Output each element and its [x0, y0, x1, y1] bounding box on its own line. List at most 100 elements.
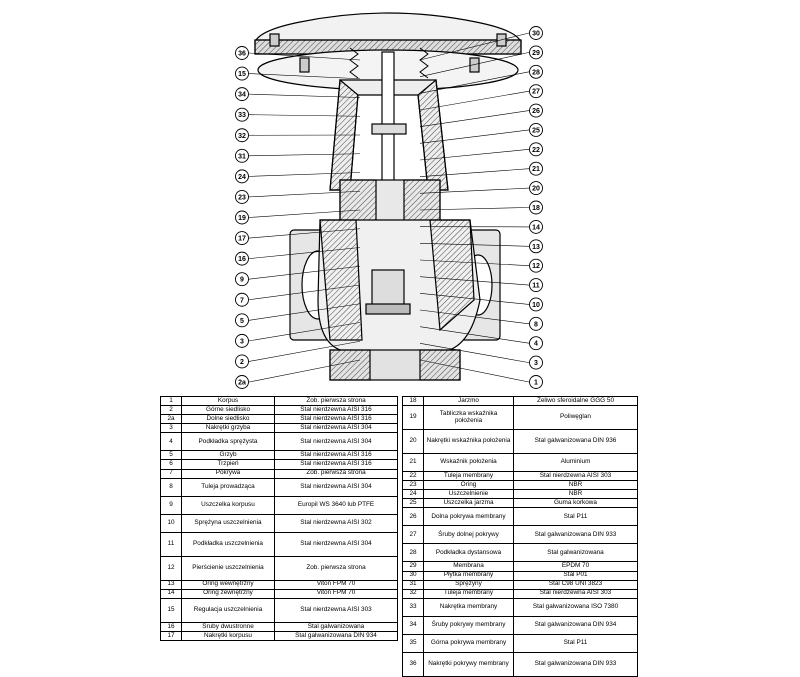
- part-material: Stal galwanizowana DIN 933: [514, 526, 638, 544]
- callout-number: 12: [532, 263, 540, 270]
- callout-number: 36: [238, 51, 246, 58]
- callout-number: 34: [238, 92, 246, 99]
- part-name: Śruby pokrywy membrany: [424, 616, 514, 634]
- callout-number: 28: [532, 69, 540, 76]
- part-material: Zob. pierwsza strona: [275, 469, 398, 478]
- callout-number: 16: [238, 256, 246, 263]
- part-number: 34: [403, 616, 424, 634]
- part-name: Uszczelka jarzma: [424, 499, 514, 508]
- callout-number: 3: [240, 338, 244, 345]
- part-material: Stal nierdzewna AISI 303: [275, 598, 398, 622]
- callout-number: 26: [532, 108, 540, 115]
- part-material: Żeliwo sferoidalne GGG 50: [514, 397, 638, 406]
- part-material: Europil WS 3640 lub PTFE: [275, 496, 398, 514]
- part-number: 22: [403, 472, 424, 481]
- part-material: Stal galwanizowana DIN 936: [514, 430, 638, 454]
- part-number: 4: [161, 433, 182, 451]
- part-number: 5: [161, 451, 182, 460]
- part-number: 2: [161, 406, 182, 415]
- callout-number: 29: [532, 50, 540, 57]
- part-name: Śruby dolnej pokrywy: [424, 526, 514, 544]
- part-number: 2a: [161, 415, 182, 424]
- part-material: Guma korkowa: [514, 499, 638, 508]
- part-material: Stal nierdzewna AISI 304: [275, 433, 398, 451]
- callout-number: 24: [238, 174, 246, 181]
- callout-number: 18: [532, 205, 540, 212]
- part-name: Tabliczka wskaźnika położenia: [424, 406, 514, 430]
- part-material: Stal nierdzewna AISI 316: [275, 415, 398, 424]
- part-name: Wskaźnik położenia: [424, 454, 514, 472]
- part-number: 3: [161, 424, 182, 433]
- part-name: Tuleja prowadząca: [182, 478, 275, 496]
- callout-number: 7: [240, 297, 244, 304]
- part-material: Stal nierdzewna AISI 316: [275, 406, 398, 415]
- part-number: 28: [403, 544, 424, 562]
- callout-number: 8: [534, 321, 538, 328]
- part-name: Sprężyny: [424, 580, 514, 589]
- callout-number: 21: [532, 166, 540, 173]
- part-name: Podkładka sprężysta: [182, 433, 275, 451]
- part-number: 16: [161, 622, 182, 631]
- part-name: Nakrętki grzyba: [182, 424, 275, 433]
- part-material: Viton FPM 70: [275, 580, 398, 589]
- part-number: 15: [161, 598, 182, 622]
- callout-number: 4: [534, 341, 538, 348]
- part-material: Stal nierdzewna AISI 302: [275, 514, 398, 532]
- part-material: Stal nierdzewna AISI 303: [514, 472, 638, 481]
- part-number: 26: [403, 508, 424, 526]
- callout-number: 31: [238, 153, 246, 160]
- callout-number: 14: [532, 224, 540, 231]
- part-name: Nakrętki korpusu: [182, 631, 275, 640]
- part-material: Stal P11: [514, 508, 638, 526]
- callout-number: 27: [532, 89, 540, 96]
- part-material: Stal galwanizowana DIN 934: [275, 631, 398, 640]
- part-material: Stal nierdzewna AISI 316: [275, 451, 398, 460]
- part-name: Górne siedlisko: [182, 406, 275, 415]
- part-name: Pierścienie uszczelnienia: [182, 556, 275, 580]
- part-number: 25: [403, 499, 424, 508]
- part-material: NBR: [514, 490, 638, 499]
- valve-body: [255, 13, 521, 380]
- callout-number: 2: [240, 359, 244, 366]
- part-number: 10: [161, 514, 182, 532]
- part-name: Oring: [424, 481, 514, 490]
- part-name: Uszczelka korpusu: [182, 496, 275, 514]
- part-material: Poliwęglan: [514, 406, 638, 430]
- part-name: Tuleja membrany: [424, 589, 514, 598]
- part-name: Tuleja membrany: [424, 472, 514, 481]
- callout-number: 3: [534, 360, 538, 367]
- callout-number: 30: [532, 31, 540, 38]
- part-number: 9: [161, 496, 182, 514]
- callout-number: 19: [238, 215, 246, 222]
- part-number: 8: [161, 478, 182, 496]
- part-number: 20: [403, 430, 424, 454]
- part-material: Viton FPM 70: [275, 589, 398, 598]
- part-number: 14: [161, 589, 182, 598]
- part-name: Membrana: [424, 562, 514, 571]
- part-material: Stal galwanizowana: [275, 622, 398, 631]
- part-name: Podkładka uszczelnienia: [182, 532, 275, 556]
- part-number: 27: [403, 526, 424, 544]
- part-number: 12: [161, 556, 182, 580]
